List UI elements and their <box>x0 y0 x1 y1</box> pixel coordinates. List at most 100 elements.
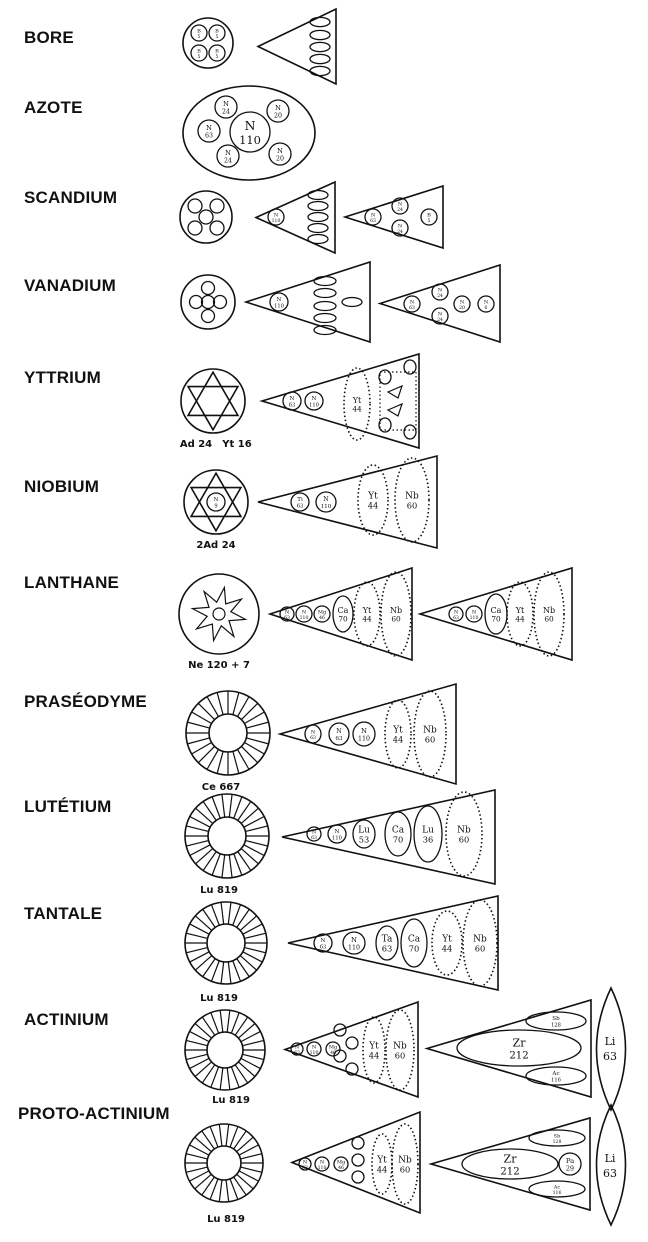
scandium-cone-2-cell-2-symbol: N <box>398 223 403 229</box>
lutetium-wheel-spoke-17 <box>202 801 217 821</box>
lanthane-cone-1-cell-4-number: 44 <box>362 615 372 624</box>
actinium-lens-number: 63 <box>603 1050 617 1063</box>
scandium-cone-1-cell-0-outline <box>267 208 285 226</box>
bore-circle-cell-0-symbol: B <box>197 28 201 34</box>
tantale-cone-outline <box>287 895 499 991</box>
actinium-wheel-spoke-15 <box>189 1030 210 1043</box>
vanadium-cone-1-outline <box>243 260 371 344</box>
row-name-praseodyme: PRASÉODYME <box>24 692 147 711</box>
actinium-cone-1-outline <box>282 1000 419 1099</box>
lutetium-cone-cell-5-outline <box>445 791 483 877</box>
azote-cell-4-symbol: N <box>225 149 231 157</box>
vanadium-cone-2-cell-0-symbol: N <box>410 299 415 305</box>
proto-actinium-cone-1-cell-0-symbol: N <box>303 1159 308 1165</box>
actinium-wheel-spoke-19 <box>219 1010 224 1033</box>
tantale-cone-cell-2-number: 63 <box>382 944 393 954</box>
niobium-hexagram-center-symbol: N <box>214 497 219 503</box>
niobium-cone-cell-3-outline <box>394 457 430 543</box>
proto-actinium-cone-2-cell-1-symbol: Zr <box>504 1152 518 1165</box>
yttrium-cone-outline <box>259 352 420 450</box>
actinium-lens-symbol: Li <box>605 1035 616 1048</box>
actinium-wheel-spoke-7 <box>219 1067 224 1090</box>
proto-actinium-lens-outline <box>595 1103 627 1227</box>
niobium-hexagram-triangle-up <box>189 471 243 518</box>
lutetium-wheel-spoke-11 <box>189 844 211 857</box>
vanadium-circle-cell-4-outline <box>200 308 216 324</box>
actinium-wheel-spoke-23 <box>238 1023 256 1039</box>
bore-circle-cell-0-number: 5 <box>198 34 201 40</box>
lutetium-wheel-spoke-12 <box>186 839 209 847</box>
actinium-cone-2-cell-0-symbol: Sb <box>552 1016 560 1022</box>
praseodyme-cone-cell-3-number: 44 <box>393 735 404 745</box>
yttrium-cone-cell-1-number: 110 <box>309 402 319 408</box>
proto-actinium-label: Lu 819 <box>207 1214 245 1225</box>
actinium-cone-1-cell-0-symbol: N <box>295 1044 300 1050</box>
tantale-cone-cell-0-outline <box>313 933 333 953</box>
lutetium-cone-cell-5-number: 60 <box>459 835 470 845</box>
vanadium-cone-2-cell-2-number: 20 <box>459 305 465 311</box>
vanadium-circle-cell-2-outline <box>200 294 216 310</box>
lutetium-cone-cell-5-symbol: Nb <box>457 826 471 836</box>
scandium-cone-2-cell-0-outline <box>364 208 382 226</box>
tantale-cone-cell-2-symbol: Ta <box>382 935 393 945</box>
actinium-wheel-spoke-9 <box>201 1064 216 1084</box>
tantale-cone-cell-5-outline <box>462 899 498 987</box>
scandium-cone-2-cell-2-outline <box>391 219 409 237</box>
praseodyme-wheel-spoke-22 <box>244 711 265 725</box>
lanthane-cone-2-cell-0-outline <box>448 606 464 622</box>
lutetium-cone-cell-0-outline <box>306 826 322 842</box>
lutetium-wheel-spoke-4 <box>237 851 252 871</box>
bore-circle <box>182 17 234 69</box>
scandium-cone-2-cell-0-number: 63 <box>370 218 376 224</box>
lanthane-cone-2-cell-2-symbol: Ca <box>491 606 502 615</box>
bore-cone-cell-2-outline <box>309 41 331 53</box>
bore-circle-cell-1-outline <box>208 24 226 42</box>
actinium-cone-1-cell-5-outline <box>385 1009 415 1091</box>
tantale-wheel-spoke-14 <box>186 932 208 940</box>
scandium-cone-2-cell-2-number: 24 <box>397 229 403 235</box>
tantale-cone-cell-3-symbol: Ca <box>408 935 421 945</box>
lutetium-wheel-spoke-21 <box>233 796 243 819</box>
actinium-cone-1-cell-1-number: 110 <box>310 1050 319 1056</box>
praseodyme-wheel-spoke-1 <box>246 737 269 745</box>
lanthane-cone-1-cell-2-symbol: Mg <box>318 609 327 615</box>
lutetium-cone-outline <box>281 789 496 885</box>
row-name-niobium: NIOBIUM <box>24 477 100 496</box>
praseodyme-wheel-spoke-14 <box>191 711 212 725</box>
actinium-cone-2-cell-2-number: 116 <box>551 1077 561 1083</box>
tantale-cone-cell-0-symbol: N <box>321 938 326 944</box>
proto-actinium-cone-2-cell-0-symbol: Sb <box>554 1133 561 1139</box>
lutetium-cone-cell-4-outline <box>413 805 443 863</box>
proto-actinium-cone-1-cell-5-outline <box>391 1123 419 1205</box>
praseodyme-wheel-spoke-15 <box>197 702 215 720</box>
scandium-circle-cell-1-outline <box>209 198 225 214</box>
actinium-cone-2-cell-2-symbol: Ac <box>551 1071 559 1077</box>
lutetium-wheel-spoke-19 <box>221 794 226 818</box>
bore-circle-cell-2-symbol: B <box>197 48 201 54</box>
lutetium-wheel-spoke-7 <box>221 854 226 878</box>
vanadium-cone-2-cell-3-outline <box>431 307 449 325</box>
tantale-wheel-spoke-16 <box>194 915 213 931</box>
scandium-circle-cell-0-outline <box>187 198 203 214</box>
vanadium-cone-2-cell-0-outline <box>403 295 421 313</box>
praseodyme-wheel-spoke-5 <box>232 751 240 774</box>
proto-actinium-wheel-spoke-7 <box>218 1179 223 1202</box>
praseodyme-cone-cell-2-number: 110 <box>358 735 370 742</box>
lanthane-cone-2-cell-4-number: 60 <box>544 615 554 624</box>
proto-actinium-cone-2-cell-2-outline <box>558 1152 582 1176</box>
actinium-wheel-spoke-8 <box>210 1066 220 1088</box>
proto-actinium-wheel-spoke-9 <box>201 1176 215 1196</box>
lutetium-cone-cell-1-outline <box>327 824 347 844</box>
lanthane-cone-1-outline <box>267 566 413 662</box>
praseodyme-wheel-spoke-2 <box>244 741 265 755</box>
proto-actinium-cone-1-cell-1-symbol: N <box>320 1159 325 1165</box>
azote-cell-3-number: 110 <box>239 133 261 147</box>
praseodyme-cone-cell-4-outline <box>413 690 447 778</box>
proto-actinium-cone-1-cell-2-number: 46 <box>338 1165 344 1171</box>
vanadium-cone-2-cell-4-number: 6 <box>485 305 488 311</box>
actinium-cone-1-cell-2-number: 46 <box>330 1050 336 1056</box>
azote-cell-1-symbol: N <box>275 104 281 112</box>
lanthane-star-spiral <box>190 585 248 643</box>
row-name-yttrium: YTTRIUM <box>24 368 101 387</box>
lanthane-cone-1-cell-0-outline <box>279 606 295 622</box>
